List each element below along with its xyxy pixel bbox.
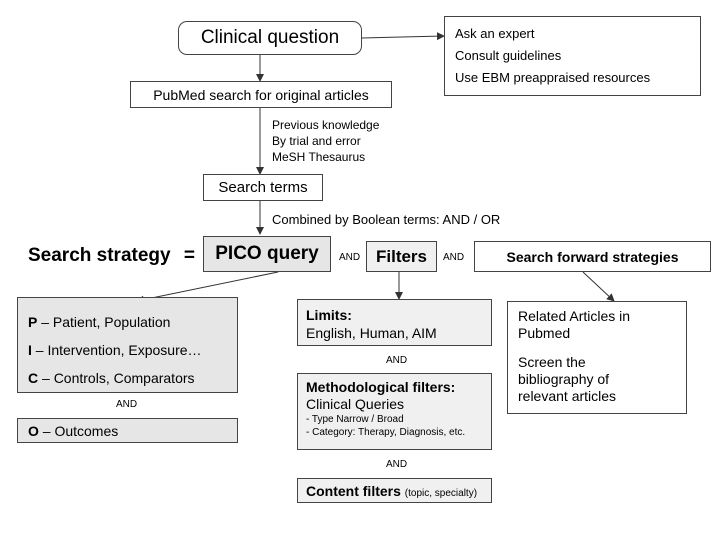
pico-details-box: P – Patient, Population I – Intervention… — [17, 297, 238, 393]
arrow-to-pico-box — [136, 271, 279, 304]
forward-detail-line: Related Articles in — [518, 308, 631, 324]
knowledge-source: By trial and error — [272, 134, 361, 148]
content-filters-detail: (topic, specialty) — [404, 488, 478, 499]
expert-option: Use EBM preappraised resources — [455, 70, 651, 85]
forward-strategies-label: Search forward strategies — [506, 248, 679, 265]
expert-option: Ask an expert — [455, 26, 535, 41]
pico-item: I – Intervention, Exposure… — [28, 342, 202, 358]
and-connector: AND — [386, 459, 408, 470]
outcomes-box: O – Outcomes — [17, 418, 238, 443]
combined-by-text: Combined by Boolean terms: AND / OR — [272, 212, 501, 227]
content-filters-title: Content filters — [306, 483, 401, 499]
content-filters-box: Content filters (topic, specialty) — [297, 478, 492, 503]
forward-detail-line: Pubmed — [518, 325, 571, 341]
and-connector: AND — [443, 252, 465, 263]
forward-details-box: Related Articles in Pubmed Screen the bi… — [507, 301, 687, 414]
knowledge-source: Previous knowledge — [272, 118, 380, 132]
expert-option: Consult guidelines — [455, 48, 562, 63]
search-terms-label: Search terms — [218, 179, 308, 196]
methodological-title: Methodological filters: — [306, 379, 456, 395]
forward-strategies-box: Search forward strategies — [474, 241, 711, 272]
arrow-to-forward-box — [582, 271, 615, 302]
clinical-question-box: Clinical question — [178, 21, 362, 55]
methodological-filters-box: Methodological filters: Clinical Queries… — [297, 373, 492, 450]
pico-query-label: PICO query — [215, 243, 319, 264]
and-connector: AND — [339, 252, 361, 263]
methodological-item: - Type Narrow / Broad — [306, 414, 404, 425]
equals-sign: = — [183, 245, 195, 266]
and-connector: AND — [386, 355, 408, 366]
methodological-item: - Category: Therapy, Diagnosis, etc. — [306, 427, 466, 438]
limits-text: English, Human, AIM — [306, 325, 437, 341]
pubmed-search-label: PubMed search for original articles — [153, 86, 369, 103]
knowledge-sources: Previous knowledge By trial and error Me… — [272, 117, 379, 165]
expert-options-box: Ask an expert Consult guidelines Use EBM… — [444, 16, 701, 96]
limits-box: Limits: English, Human, AIM — [297, 299, 492, 346]
arrow-to-expert-box — [361, 32, 445, 41]
methodological-subtitle: Clinical Queries — [306, 396, 405, 412]
filters-label: Filters — [375, 246, 428, 266]
forward-detail-line: bibliography of — [518, 371, 610, 387]
and-connector: AND — [116, 399, 138, 410]
clinical-question-label: Clinical question — [200, 27, 340, 48]
pico-item: C – Controls, Comparators — [28, 370, 195, 386]
pico-item: P – Patient, Population — [28, 314, 171, 330]
pubmed-search-box: PubMed search for original articles — [130, 81, 392, 108]
search-terms-box: Search terms — [203, 174, 323, 201]
limits-title: Limits: — [306, 307, 352, 323]
forward-detail-line: Screen the — [518, 354, 586, 370]
search-strategy-label: Search strategy = — [28, 245, 195, 266]
pico-query-box: PICO query — [203, 236, 331, 272]
forward-detail-line: relevant articles — [518, 388, 617, 404]
filters-box: Filters — [366, 241, 437, 272]
knowledge-source: MeSH Thesaurus — [272, 150, 366, 164]
